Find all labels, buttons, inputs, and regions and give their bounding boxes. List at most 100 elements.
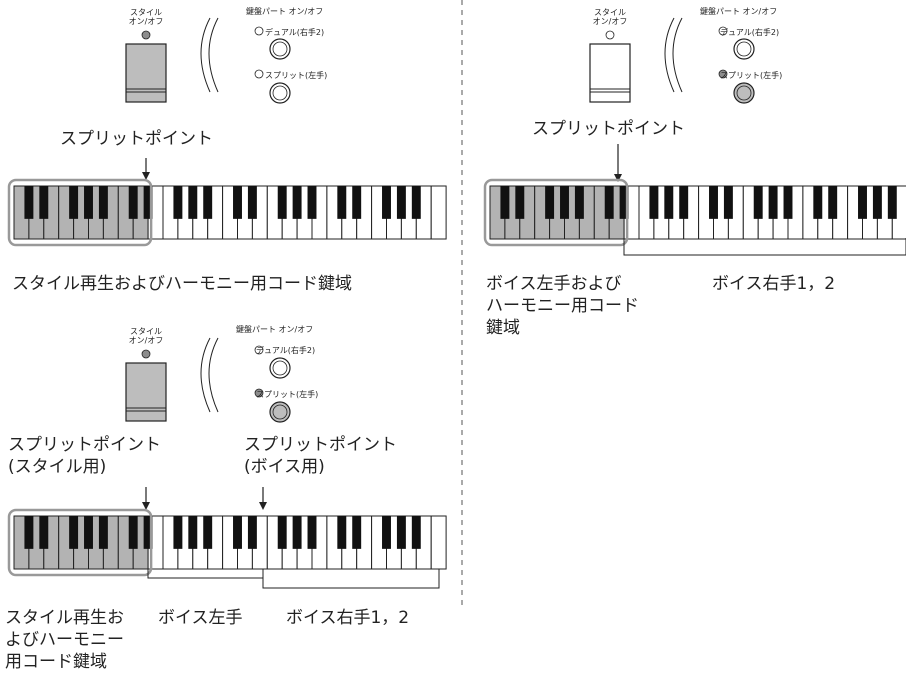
black-key <box>352 186 362 219</box>
panel1-style-label: スタイル オン/オフ <box>128 8 164 26</box>
style-led <box>141 30 151 40</box>
panel3-style-label: スタイル オン/オフ <box>592 8 628 26</box>
split-button-ring <box>736 85 752 101</box>
black-key <box>858 186 867 219</box>
dual-led <box>254 26 264 36</box>
panel3-region-right-label: ボイス右手1，2 <box>712 274 836 294</box>
panel1-region-label: スタイル再生およびハーモニー用コード鍵域 <box>12 274 352 294</box>
black-key <box>307 186 317 219</box>
black-key <box>277 186 287 219</box>
black-key <box>500 186 510 219</box>
black-key <box>203 186 213 219</box>
black-key <box>143 516 153 549</box>
panel3-split-label: スプリット(左手) <box>720 71 783 80</box>
black-key <box>247 516 257 549</box>
white-key <box>430 185 447 240</box>
black-key <box>247 186 257 219</box>
black-key <box>173 516 183 549</box>
panel1-split-label: スプリット(左手) <box>265 71 328 80</box>
style-switch-button <box>125 43 167 103</box>
panel2-keyboard-part-label: 鍵盤パート オン/オフ <box>236 325 314 334</box>
black-key <box>352 516 362 549</box>
black-key <box>723 186 733 219</box>
split-led <box>254 388 264 398</box>
black-key <box>560 186 569 219</box>
dual-led <box>254 345 264 355</box>
black-key <box>768 186 778 219</box>
split-led <box>254 69 264 79</box>
panel3-region-left-label: ボイス左手および ハーモニー用コード 鍵域 <box>486 274 639 338</box>
black-key <box>545 186 555 219</box>
black-key <box>619 186 629 219</box>
panel2-dual-label: デュアル(右手2) <box>256 346 316 355</box>
black-key <box>887 186 897 219</box>
panel1-keyboard-part-label: 鍵盤パート オン/オフ <box>246 7 324 16</box>
panel2-split-point-style-label: スプリットポイント (スタイル用) <box>8 435 161 477</box>
split-point-arrowhead <box>142 502 150 510</box>
style-switch-button <box>125 362 167 422</box>
dual-button-ring <box>736 41 752 57</box>
black-key <box>649 186 659 219</box>
panel2-region-right-label: ボイス右手1，2 <box>286 608 410 628</box>
black-key <box>277 516 287 549</box>
black-key <box>69 186 79 219</box>
black-key <box>98 516 108 549</box>
split-point-arrowhead <box>614 174 622 182</box>
break-mark <box>208 337 219 413</box>
black-key <box>813 186 823 219</box>
black-key <box>396 516 406 549</box>
dual-button-ring <box>272 360 288 376</box>
split-highlight-box <box>7 178 153 247</box>
break-mark <box>200 337 211 413</box>
white-key <box>430 515 447 570</box>
black-key <box>307 516 317 549</box>
split-led <box>718 69 728 79</box>
panel2-region-left-label: スタイル再生お よびハーモニー 用コード鍵域 <box>5 608 124 672</box>
black-key <box>396 186 406 219</box>
black-key <box>188 186 198 219</box>
black-key <box>604 186 614 219</box>
black-key <box>98 186 108 219</box>
panel3-dual-label: デュアル(右手2) <box>720 28 780 37</box>
black-key <box>84 516 93 549</box>
panel2-split-point-voice-label: スプリットポイント (ボイス用) <box>244 435 397 477</box>
region-bracket <box>623 238 906 256</box>
black-key <box>24 186 34 219</box>
black-key <box>872 186 882 219</box>
region-bracket <box>262 569 440 589</box>
black-key <box>337 516 347 549</box>
black-key <box>128 186 138 219</box>
panel2-split-label: スプリット(左手) <box>256 390 319 399</box>
black-key <box>188 516 198 549</box>
split-button-ring <box>272 404 288 420</box>
black-key <box>233 186 242 219</box>
black-key <box>128 516 138 549</box>
split-highlight-box <box>483 178 629 247</box>
style-led <box>605 30 615 40</box>
black-key <box>292 516 302 549</box>
black-key <box>753 186 763 219</box>
black-key <box>143 186 153 219</box>
black-key <box>39 516 49 549</box>
black-key <box>382 186 391 219</box>
black-key <box>828 186 838 219</box>
black-key <box>203 516 213 549</box>
black-key <box>233 516 242 549</box>
region-bracket <box>147 569 264 579</box>
black-key <box>664 186 674 219</box>
split-button-ring <box>272 85 288 101</box>
black-key <box>84 186 93 219</box>
black-key <box>679 186 689 219</box>
split-highlight-box <box>7 508 153 577</box>
black-key <box>69 516 79 549</box>
black-key <box>337 186 347 219</box>
black-key <box>39 186 49 219</box>
break-mark <box>672 17 683 93</box>
style-switch-button <box>589 43 631 103</box>
panel2-region-mid-label: ボイス左手 <box>158 608 243 628</box>
black-key <box>709 186 718 219</box>
panel3-split-point-label: スプリットポイント <box>532 119 685 139</box>
black-key <box>382 516 391 549</box>
black-key <box>515 186 525 219</box>
